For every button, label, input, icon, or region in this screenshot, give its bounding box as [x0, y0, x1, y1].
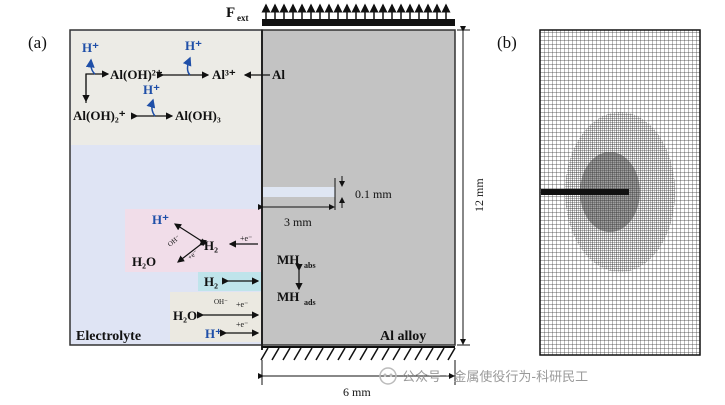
alloy-label: Al alloy	[380, 329, 426, 344]
svg-text:Al(OH)₃: Al(OH)₃	[175, 108, 221, 123]
hatch-line	[414, 347, 423, 361]
svg-text:H⁺: H⁺	[152, 212, 169, 227]
fixed-support-hatch	[260, 346, 456, 361]
hatch-line	[315, 347, 324, 361]
external-force: F ext	[226, 3, 455, 26]
svg-text:ads: ads	[304, 298, 316, 307]
force-label: F	[226, 5, 235, 21]
fe-mesh	[539, 29, 701, 356]
height-label: 12 mm	[472, 178, 486, 212]
metal-hydrides: MH abs MH ads	[277, 252, 316, 307]
svg-text:H⁺: H⁺	[185, 38, 202, 53]
hatch-line	[260, 347, 269, 361]
hatch-line	[337, 347, 346, 361]
beige-reactions: OH⁻ +e⁻ H₂O H⁺ +e⁻	[173, 298, 260, 341]
cyan-reaction: H₂	[204, 274, 260, 289]
hatch-line	[381, 347, 390, 361]
crack-width-label: 0.1 mm	[355, 187, 392, 201]
hatch-line	[392, 347, 401, 361]
hatch-line	[348, 347, 357, 361]
hatch-line	[293, 347, 302, 361]
force-arrows	[261, 3, 451, 19]
hatch-line	[326, 347, 335, 361]
svg-text:H⁺: H⁺	[205, 326, 222, 341]
svg-text:H₂O: H₂O	[173, 308, 197, 323]
hatch-line	[403, 347, 412, 361]
panel-a-label: (a)	[28, 33, 47, 52]
hatch-line	[425, 347, 434, 361]
svg-text:+e⁻: +e⁻	[240, 234, 252, 243]
top-reaction-box	[71, 31, 261, 145]
svg-text:H⁺: H⁺	[143, 82, 160, 97]
crack-length-label: 3 mm	[284, 215, 312, 229]
svg-text:H₂: H₂	[204, 274, 218, 289]
svg-text:Al³⁺: Al³⁺	[212, 67, 236, 82]
svg-text:公众号 · 金属使役行为-科研民工: 公众号 · 金属使役行为-科研民工	[402, 369, 588, 385]
svg-text:H₂: H₂	[204, 238, 218, 253]
svg-text:Al: Al	[272, 67, 285, 82]
hatch-line	[359, 347, 368, 361]
svg-text:Al(OH)²⁺: Al(OH)²⁺	[110, 67, 163, 82]
hatch-line	[304, 347, 313, 361]
hatch-line	[282, 347, 291, 361]
hatch-line	[271, 347, 280, 361]
dimensions: 0.1 mm 3 mm 12 mm 6 mm	[258, 26, 486, 399]
width-label: 6 mm	[343, 385, 371, 399]
svg-text:H⁺: H⁺	[82, 40, 99, 55]
svg-text:+e⁻: +e⁻	[236, 320, 248, 329]
crack	[263, 187, 335, 197]
svg-text:MH: MH	[277, 289, 299, 304]
hatch-line	[370, 347, 379, 361]
force-subscript: ext	[237, 13, 249, 23]
hatch-line	[447, 347, 456, 361]
svg-text:Al(OH)₂⁺: Al(OH)₂⁺	[73, 108, 126, 123]
svg-text:H₂O: H₂O	[132, 254, 156, 269]
watermark: 公众号 · 金属使役行为-科研民工	[379, 367, 588, 385]
svg-text:OH⁻: OH⁻	[214, 298, 228, 306]
top-reactions: H⁺ H⁺ H⁺ Al(OH)²⁺ Al³⁺ Al Al(OH)₂⁺ Al(OH…	[73, 38, 285, 123]
electrolyte-label: Electrolyte	[76, 329, 141, 344]
svg-text:MH: MH	[277, 252, 299, 267]
svg-text:abs: abs	[304, 261, 316, 270]
svg-text:+e⁻: +e⁻	[236, 300, 248, 309]
hatch-line	[436, 347, 445, 361]
panel-b-label: (b)	[497, 33, 517, 52]
